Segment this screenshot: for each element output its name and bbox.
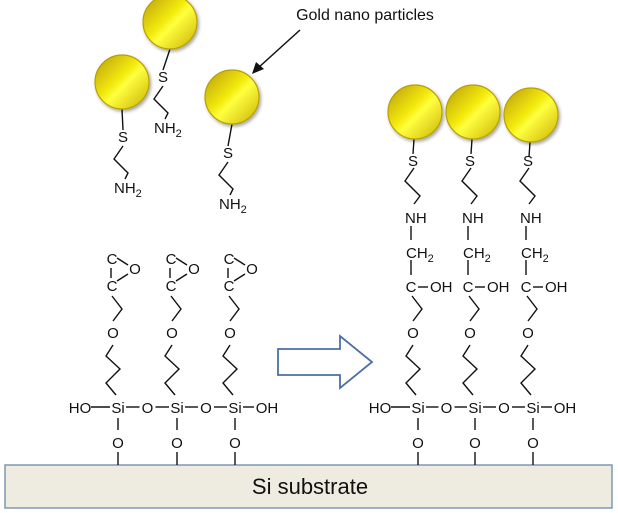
- au-s-bond: [227, 123, 233, 147]
- glycidyl-bond: [170, 295, 182, 322]
- amine-group: NH: [462, 210, 484, 227]
- gold-nanoparticle: [142, 0, 198, 50]
- gold-nanoparticle: [445, 84, 501, 140]
- thiol-sulfur: S: [408, 153, 418, 170]
- epoxide-carbon: C: [107, 251, 118, 268]
- si-substrate: [4, 464, 613, 509]
- carbinol-carbon: C: [406, 279, 417, 296]
- gold-nanoparticle: [387, 84, 443, 140]
- glycidyl-bond: [111, 295, 123, 322]
- propyl-chain: [105, 344, 122, 396]
- ether-oxygen: O: [166, 325, 178, 342]
- epoxide-carbon: C: [107, 278, 118, 295]
- surface-oxygen: O: [229, 435, 241, 452]
- ethyl-chain: [218, 161, 234, 196]
- hydroxyl-group: OH: [430, 279, 453, 296]
- silicon-atom: Si: [111, 400, 124, 417]
- carbinol-carbon: C: [521, 279, 532, 296]
- epoxide-carbon: C: [166, 251, 177, 268]
- ethyl-chain: [461, 167, 478, 205]
- amine-group: NH: [520, 210, 542, 227]
- silicon-atom: Si: [411, 400, 424, 417]
- oxygen-bridge: O: [498, 400, 510, 417]
- amine-group: NH2: [114, 180, 142, 200]
- epoxide-carbon: C: [224, 278, 235, 295]
- oxygen-bridge: O: [200, 400, 212, 417]
- ethyl-chain: [519, 167, 536, 205]
- propyl-chain: [164, 344, 181, 396]
- epoxide-oxygen: O: [246, 261, 258, 278]
- epoxide-bond: [116, 257, 129, 266]
- methylene-group: CH2: [521, 245, 549, 265]
- ether-oxygen: O: [522, 325, 534, 342]
- hydroxyl-group: OH: [487, 279, 510, 296]
- carbinol-carbon: C: [463, 279, 474, 296]
- gold-nanoparticle: [204, 69, 260, 125]
- surface-oxygen: O: [527, 435, 539, 452]
- epoxide-bond: [175, 257, 188, 266]
- au-s-bond: [528, 141, 531, 158]
- oxygen-bridge: O: [441, 400, 453, 417]
- ring-opened-bond: [526, 295, 538, 322]
- glycidyl-bond: [228, 295, 240, 322]
- propyl-chain: [520, 344, 537, 396]
- epoxide-carbon: C: [224, 251, 235, 268]
- surface-oxygen: O: [112, 435, 124, 452]
- propyl-chain: [462, 344, 479, 396]
- au-s-bond: [162, 48, 171, 71]
- epoxide-bond: [233, 257, 246, 266]
- amine-group: NH2: [154, 120, 182, 140]
- hydroxyl-group: HO: [369, 400, 392, 417]
- au-s-bond: [470, 138, 473, 155]
- epoxide-oxygen: O: [129, 261, 141, 278]
- methylene-group: CH2: [463, 245, 491, 265]
- amine-group: NH2: [219, 196, 247, 216]
- ether-oxygen: O: [224, 325, 236, 342]
- gold-nanoparticle: [503, 87, 559, 143]
- au-s-bond: [121, 108, 124, 131]
- oxygen-bridge: O: [142, 400, 154, 417]
- epoxide-bond: [233, 273, 246, 282]
- propyl-chain: [405, 344, 422, 396]
- epoxide-bond: [116, 273, 129, 282]
- ether-oxygen: O: [107, 325, 119, 342]
- ring-opened-bond: [468, 295, 480, 322]
- ring-opened-bond: [411, 295, 423, 322]
- hydroxyl-group: OH: [256, 400, 279, 417]
- epoxide-bond: [175, 273, 188, 282]
- methylene-group: CH2: [406, 245, 434, 265]
- thiol-sulfur: S: [118, 129, 128, 146]
- silicon-atom: Si: [468, 400, 481, 417]
- hydroxyl-group: OH: [545, 279, 568, 296]
- ethyl-chain: [113, 145, 129, 180]
- propyl-chain: [222, 344, 239, 396]
- ethyl-chain: [153, 85, 169, 120]
- thiol-sulfur: S: [223, 145, 233, 162]
- silicon-atom: Si: [228, 400, 241, 417]
- ethyl-chain: [404, 167, 421, 205]
- thiol-sulfur: S: [158, 69, 168, 86]
- gold-nano-particles-label: Gold nano particles: [296, 7, 434, 24]
- hydroxyl-group: OH: [554, 400, 577, 417]
- silicon-atom: Si: [526, 400, 539, 417]
- au-s-bond: [412, 138, 415, 155]
- surface-oxygen: O: [171, 435, 183, 452]
- surface-oxygen: O: [412, 435, 424, 452]
- hydroxyl-group: HO: [69, 400, 92, 417]
- epoxide-oxygen: O: [188, 261, 200, 278]
- amine-group: NH: [405, 210, 427, 227]
- ether-oxygen: O: [464, 325, 476, 342]
- gold-nanoparticle: [94, 54, 150, 110]
- reaction-arrow: [277, 334, 374, 390]
- thiol-sulfur: S: [465, 153, 475, 170]
- thiol-sulfur: S: [523, 153, 533, 170]
- silicon-atom: Si: [170, 400, 183, 417]
- ether-oxygen: O: [407, 325, 419, 342]
- surface-oxygen: O: [469, 435, 481, 452]
- epoxide-carbon: C: [166, 278, 177, 295]
- substrate-label: Si substrate: [252, 474, 368, 499]
- pointer-arrow: [252, 29, 301, 74]
